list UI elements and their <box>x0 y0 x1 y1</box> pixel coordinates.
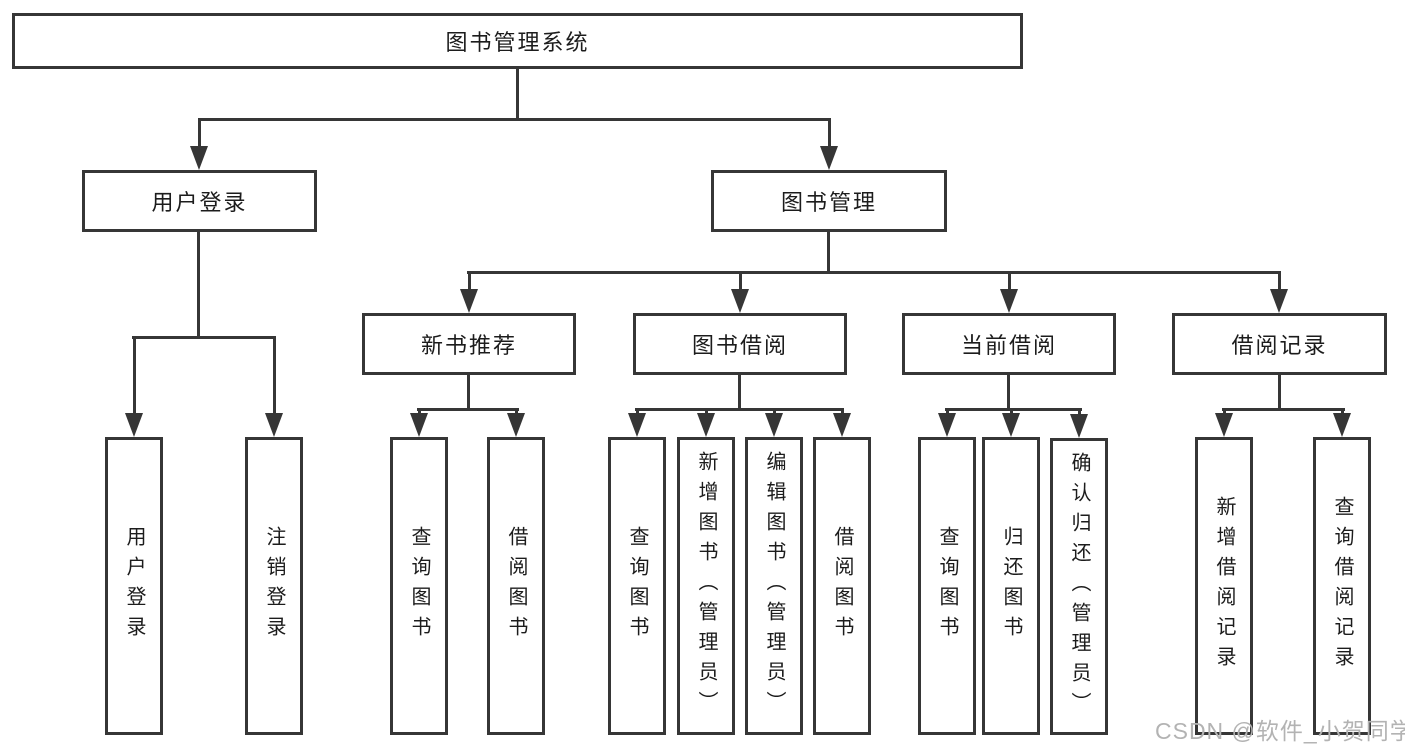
arrow-down-icon <box>730 274 750 313</box>
leaf-query-borrow-record-label: 查询借阅记录 <box>1331 496 1353 676</box>
leaf-confirm-return-admin: 确认归还（管理员） <box>1050 438 1108 735</box>
leaf-query-book-recommend: 查询图书 <box>390 437 448 735</box>
leaf-query-borrow-record: 查询借阅记录 <box>1313 437 1371 735</box>
node-new-book-recommend-label: 新书推荐 <box>420 333 517 358</box>
leaf-user-login: 用户登录 <box>105 437 163 735</box>
connector-line <box>1222 408 1345 411</box>
connector-line <box>417 408 519 411</box>
node-user-login-label: 用户登录 <box>151 190 248 215</box>
connector-line <box>738 375 741 411</box>
arrow-down-icon <box>124 339 144 437</box>
connector-line <box>827 232 830 274</box>
node-root-label: 图书管理系统 <box>445 30 590 55</box>
leaf-edit-book-admin: 编辑图书（管理员） <box>745 437 803 735</box>
arrow-down-icon <box>264 339 284 437</box>
connector-line <box>945 408 1082 411</box>
connector-line <box>467 271 1281 274</box>
arrow-down-icon <box>1269 274 1289 313</box>
connector-line <box>516 68 519 121</box>
arrow-down-icon <box>1001 411 1021 437</box>
leaf-query-book-current-label: 查询图书 <box>936 526 958 646</box>
connector-line <box>132 336 276 339</box>
arrow-down-icon <box>506 411 526 437</box>
leaf-borrow-book: 借阅图书 <box>813 437 871 735</box>
connector-line <box>198 118 831 121</box>
leaf-query-book-recommend-label: 查询图书 <box>408 526 430 646</box>
connector-line <box>197 232 200 339</box>
node-user-login: 用户登录 <box>82 170 317 232</box>
arrow-down-icon <box>1214 411 1234 437</box>
arrow-down-icon <box>627 411 647 437</box>
node-new-book-recommend: 新书推荐 <box>362 313 576 375</box>
leaf-user-login-label: 用户登录 <box>123 526 145 646</box>
node-borrow-records-label: 借阅记录 <box>1231 333 1328 358</box>
arrow-down-icon <box>819 121 839 170</box>
node-book-management-label: 图书管理 <box>780 190 877 215</box>
leaf-logout: 注销登录 <box>245 437 303 735</box>
leaf-borrow-book-recommend: 借阅图书 <box>487 437 545 735</box>
node-book-borrow-label: 图书借阅 <box>691 333 788 358</box>
node-root: 图书管理系统 <box>12 13 1023 69</box>
arrow-down-icon <box>1332 411 1352 437</box>
leaf-borrow-book-label: 借阅图书 <box>831 526 853 646</box>
leaf-add-book-admin-label: 新增图书（管理员） <box>695 451 717 721</box>
arrow-down-icon <box>696 411 716 437</box>
connector-line <box>467 375 470 411</box>
arrow-down-icon <box>764 411 784 437</box>
leaf-edit-book-admin-label: 编辑图书（管理员） <box>763 451 785 721</box>
leaf-borrow-book-recommend-label: 借阅图书 <box>505 526 527 646</box>
arrow-down-icon <box>1069 411 1089 438</box>
leaf-add-borrow-record-label: 新增借阅记录 <box>1213 496 1235 676</box>
leaf-return-book-label: 归还图书 <box>1000 526 1022 646</box>
arrow-down-icon <box>832 411 852 437</box>
connector-line <box>635 408 844 411</box>
leaf-return-book: 归还图书 <box>982 437 1040 735</box>
arrow-down-icon <box>409 411 429 437</box>
leaf-add-borrow-record: 新增借阅记录 <box>1195 437 1253 735</box>
node-book-management: 图书管理 <box>711 170 947 232</box>
node-book-borrow: 图书借阅 <box>633 313 847 375</box>
leaf-query-book-current: 查询图书 <box>918 437 976 735</box>
leaf-add-book-admin: 新增图书（管理员） <box>677 437 735 735</box>
connector-line <box>1278 375 1281 411</box>
leaf-query-book-borrow-label: 查询图书 <box>626 526 648 646</box>
node-current-borrow-label: 当前借阅 <box>960 333 1057 358</box>
csdn-watermark: CSDN @软件_小贺同学 <box>1155 718 1405 744</box>
node-borrow-records: 借阅记录 <box>1172 313 1387 375</box>
connector-line <box>1007 375 1010 411</box>
arrow-down-icon <box>189 121 209 170</box>
leaf-query-book-borrow: 查询图书 <box>608 437 666 735</box>
leaf-confirm-return-admin-label: 确认归还（管理员） <box>1068 451 1090 722</box>
arrow-down-icon <box>999 274 1019 313</box>
arrow-down-icon <box>937 411 957 437</box>
leaf-logout-label: 注销登录 <box>263 526 285 646</box>
node-current-borrow: 当前借阅 <box>902 313 1116 375</box>
arrow-down-icon <box>459 274 479 313</box>
